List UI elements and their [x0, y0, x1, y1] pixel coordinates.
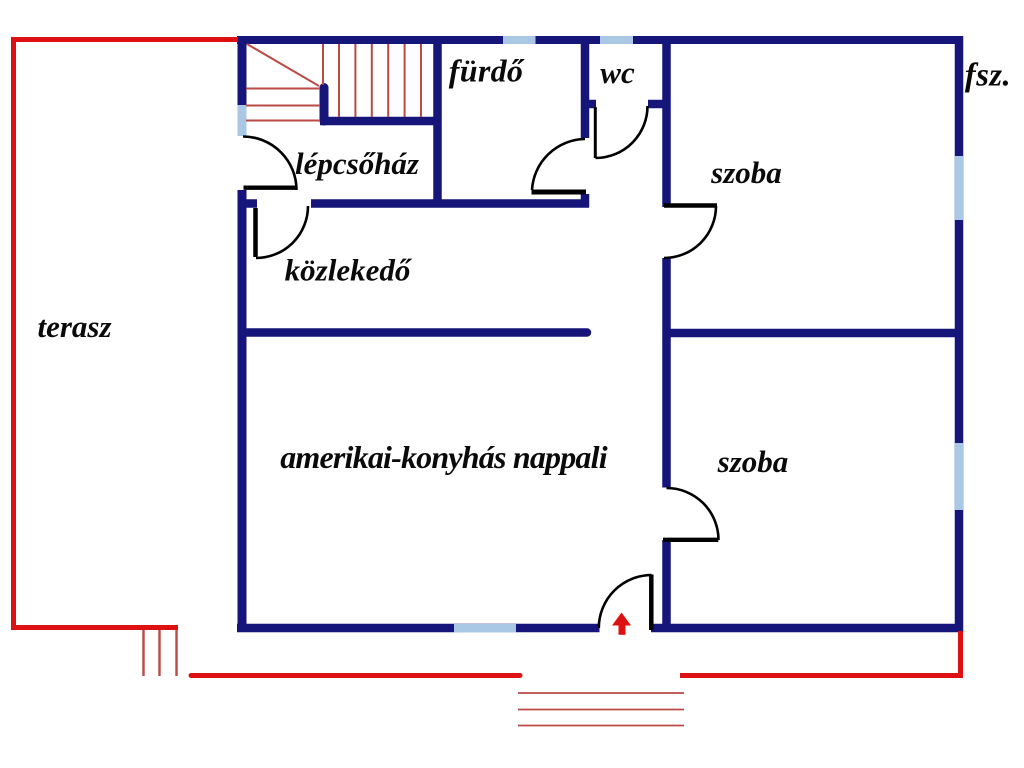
svg-text:wc: wc — [600, 55, 635, 90]
svg-text:terasz: terasz — [37, 309, 111, 344]
svg-text:szoba: szoba — [710, 155, 782, 190]
svg-text:közlekedő: közlekedő — [285, 253, 413, 288]
svg-text:fürdő: fürdő — [449, 53, 525, 89]
svg-text:lépcsőház: lépcsőház — [295, 146, 419, 181]
svg-text:amerikai-konyhás nappali: amerikai-konyhás nappali — [280, 439, 608, 475]
svg-text:fsz.: fsz. — [965, 58, 1011, 94]
svg-text:szoba: szoba — [717, 444, 789, 479]
